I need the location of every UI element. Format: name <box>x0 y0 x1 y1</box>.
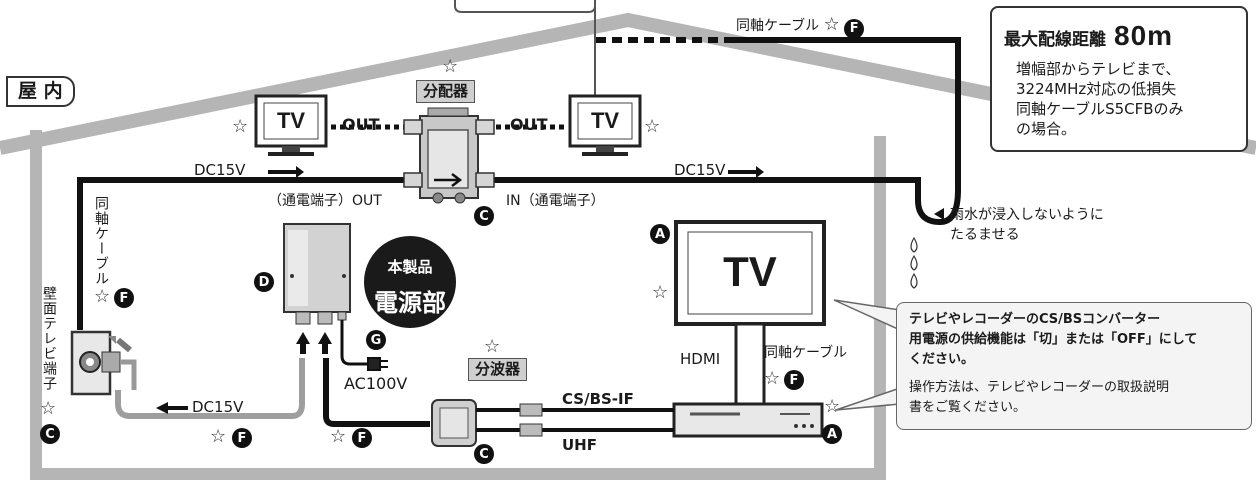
tv-main-label: TV <box>723 248 777 295</box>
product-badge: 本製品 電源部 <box>364 236 456 328</box>
info-line-3: 同軸ケーブルS5CFBのみ <box>1016 100 1184 118</box>
tv-right-label: TV <box>590 108 620 133</box>
info-line-2: 3224MHz対応の低損失 <box>1016 80 1177 98</box>
coax-top-text: 同軸ケーブル <box>736 18 820 34</box>
max-distance-title-text: 最大配線距離 <box>1004 30 1106 50</box>
diplexer-label: 分波器 <box>468 358 528 381</box>
callout-tail <box>833 299 901 331</box>
marker-c-splitter: C <box>474 206 494 226</box>
tv-left-label: TV <box>276 108 306 133</box>
ac100v-label: AC100V <box>344 374 408 393</box>
arrow-up-2 <box>318 332 332 354</box>
star-recorder: ☆ <box>824 396 841 417</box>
max-distance-title: 最大配線距離 80m <box>1004 20 1173 52</box>
coax-top-cable <box>470 37 961 226</box>
water-drop-1 <box>910 236 918 253</box>
coax-top-label: 同軸ケーブル ☆ F <box>736 14 865 39</box>
tv-right-graphic <box>568 94 642 156</box>
coax-recorder-label: 同軸ケーブル <box>764 345 848 361</box>
star-wall-terminal: ☆ <box>40 398 57 419</box>
rain-arrow <box>934 208 944 220</box>
arrow-up-1 <box>296 332 310 354</box>
plug <box>367 357 388 371</box>
marker-f-vertical: F <box>114 288 134 308</box>
cs-bs-if-label: CS/BS-IF <box>562 390 634 408</box>
marker-f-bottom-mid: F <box>352 428 372 448</box>
rain-note-line1: 雨水が浸入しないように <box>950 207 1104 223</box>
star-tv-main: ☆ <box>652 282 669 303</box>
power-supply-callout: テレビやレコーダーのCS/BSコンバーター 用電源の供給機能は「切」または「OF… <box>896 302 1252 430</box>
in-terminal-label: IN（通電端子） <box>506 193 605 209</box>
dc-arrow-left <box>268 166 304 178</box>
callout-line4: 操作方法は、テレビやレコーダーの取扱説明 <box>909 380 1170 395</box>
antenna-stub <box>454 0 596 13</box>
out-right-label: OUT <box>510 115 548 134</box>
cable-unit-to-diplexer <box>323 358 430 427</box>
marker-c-diplexer: C <box>474 444 494 464</box>
coax-top-star: ☆ <box>823 14 840 35</box>
marker-f-bottom-left: F <box>232 428 252 448</box>
star-coax-vertical: ☆ <box>94 286 111 307</box>
star-tv-right: ☆ <box>644 116 661 137</box>
max-distance-box: 最大配線距離 80m 増幅部からテレビまで、 3224MHz対応の低損失 同軸ケー… <box>990 6 1248 152</box>
info-line-1: 増幅部からテレビまで、 <box>1016 60 1181 78</box>
tv-left-graphic <box>254 94 328 156</box>
power-unit-graphic <box>283 223 351 325</box>
splitter-label: 分配器 <box>416 80 476 103</box>
room-label: 屋 内 <box>6 76 75 107</box>
product-badge-line1: 本製品 <box>387 258 433 276</box>
cable-wall-to-unit <box>115 358 305 419</box>
product-badge-line2: 電源部 <box>374 289 446 317</box>
star-tv-left: ☆ <box>232 116 249 137</box>
dc15v-right-label: DC15V <box>674 161 726 179</box>
callout-line2: 用電源の供給機能は「切」または「OFF」にして <box>909 332 1198 347</box>
star-coax-recorder: ☆ <box>764 368 781 389</box>
star-splitter: ☆ <box>442 56 459 77</box>
callout-line3: ください。 <box>909 352 975 367</box>
diplexer-graphic <box>431 399 674 447</box>
marker-a-recorder: A <box>822 424 842 444</box>
rain-note-line2: たるませる <box>950 227 1020 243</box>
marker-a-tv: A <box>650 224 670 244</box>
house-walls <box>30 130 886 480</box>
wall-terminal-graphic <box>70 330 137 396</box>
out-left-label: OUT <box>342 115 380 134</box>
power-cord <box>340 320 368 366</box>
water-drop-2 <box>910 254 918 271</box>
max-distance-value: 80m <box>1114 20 1174 51</box>
callout-line5: 書をご覧ください。 <box>909 400 1027 415</box>
dc-arrow-right <box>728 166 764 178</box>
out-terminal-label: （通電端子）OUT <box>268 193 382 209</box>
star-bottom-left: ☆ <box>210 426 227 447</box>
marker-g: G <box>366 330 386 350</box>
water-drop-3 <box>910 272 918 289</box>
marker-d: D <box>254 272 274 292</box>
star-diplexer: ☆ <box>484 336 501 357</box>
dc15v-left-label: DC15V <box>194 161 246 179</box>
splitter-device <box>403 107 495 204</box>
tv-main-graphic <box>674 220 826 410</box>
callout-line1: テレビやレコーダーのCS/BSコンバーター <box>909 312 1161 327</box>
uhf-label: UHF <box>562 436 597 454</box>
wall-terminal-label: 壁面テレビ端子 <box>41 286 57 391</box>
marker-f-recorder: F <box>784 370 804 390</box>
dc15v-bottom-label: DC15V <box>192 398 244 416</box>
coax-left-cable <box>77 177 410 330</box>
recorder-graphic <box>672 402 824 438</box>
callout-tail-2 <box>835 387 901 411</box>
marker-c-wall: C <box>40 424 60 444</box>
hdmi-label: HDMI <box>680 350 721 368</box>
info-line-4: の場合。 <box>1016 120 1077 138</box>
star-bottom-mid: ☆ <box>330 426 347 447</box>
coax-vertical-label: 同軸ケーブル <box>93 196 109 286</box>
marker-f-top: F <box>844 18 865 39</box>
product-badge-circle <box>364 236 456 328</box>
dc-arrow-bottom <box>156 402 188 414</box>
